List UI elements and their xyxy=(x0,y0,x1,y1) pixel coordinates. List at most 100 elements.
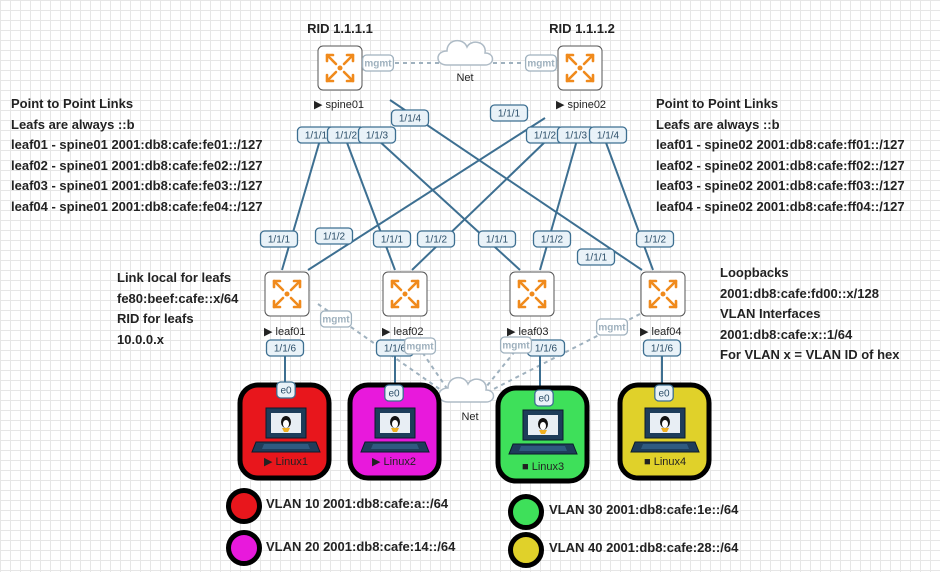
linux4-node[interactable]: ■ Linux4 xyxy=(617,382,712,481)
p2p-notes-spine02: Point to Point Links Leafs are always ::… xyxy=(656,94,905,217)
mgmt-port-label: mgmt xyxy=(524,54,558,72)
note-line: 10.0.0.x xyxy=(117,331,164,347)
cloud-icon xyxy=(438,376,495,403)
vlan20-swatch xyxy=(226,530,262,566)
note-line: For VLAN x = VLAN ID of hex xyxy=(720,347,900,362)
host-port-label: e0 xyxy=(276,381,296,399)
mgmt-port-label: mgmt xyxy=(403,337,437,355)
svg-text:1/1/4: 1/1/4 xyxy=(399,114,422,125)
note-line: 2001:db8:cafe:fd00::x/128 xyxy=(720,285,879,301)
play-icon: ▶ xyxy=(507,326,519,338)
leaf02-node[interactable] xyxy=(381,270,429,318)
svg-text:1/1/6: 1/1/6 xyxy=(384,344,407,355)
leaf-uplink-port-label: 1/1/2 xyxy=(532,230,572,248)
leaf-downlink-port-label: 1/1/6 xyxy=(265,339,305,357)
svg-text:1/1/1: 1/1/1 xyxy=(498,109,521,120)
leaf04-node[interactable] xyxy=(639,270,687,318)
link-spine02-leaf01 xyxy=(307,117,546,271)
spine02-port-label: 1/1/4 xyxy=(588,126,628,144)
vlan40-label: VLAN 40 2001:db8:cafe:28::/64 xyxy=(549,540,739,555)
link-spine01-leaf04 xyxy=(389,99,643,271)
svg-text:mgmt: mgmt xyxy=(598,323,626,334)
play-icon: ▶ xyxy=(264,326,276,338)
svg-text:1/1/1: 1/1/1 xyxy=(381,235,404,246)
mgmt-port-label: mgmt xyxy=(319,310,353,328)
link-spine01-leaf01 xyxy=(281,139,321,271)
leaf-uplink-port-label: 1/1/2 xyxy=(635,230,675,248)
leaf03-node[interactable] xyxy=(508,270,556,318)
link-spine02-leaf03 xyxy=(539,139,578,271)
net-cloud-bottom[interactable]: Net xyxy=(438,376,495,423)
spine02-port-label: 1/1/1 xyxy=(489,104,529,122)
svg-text:1/1/2: 1/1/2 xyxy=(541,235,564,246)
cloud-icon xyxy=(437,39,494,66)
note-line: Loopbacks xyxy=(720,265,789,280)
svg-text:1/1/1: 1/1/1 xyxy=(585,253,608,264)
leaf-uplink-port-label: 1/1/1 xyxy=(372,230,412,248)
router-icon xyxy=(639,270,687,318)
svg-text:e0: e0 xyxy=(280,386,292,397)
vlan40-swatch xyxy=(508,532,544,568)
spine02-label: ▶ spine02 xyxy=(556,99,606,111)
svg-text:mgmt: mgmt xyxy=(364,59,392,70)
linux4-label: ■ Linux4 xyxy=(644,456,686,468)
spine01-label: ▶ spine01 xyxy=(314,99,364,111)
note-line: leaf01 - spine02 2001:db8:cafe:ff01::/12… xyxy=(656,137,905,152)
linux2-node[interactable]: ▶ Linux2 xyxy=(347,382,442,481)
svg-text:mgmt: mgmt xyxy=(322,315,350,326)
svg-text:e0: e0 xyxy=(538,394,550,405)
router-icon xyxy=(508,270,556,318)
svg-text:mgmt: mgmt xyxy=(406,342,434,353)
svg-text:mgmt: mgmt xyxy=(527,59,555,70)
note-line: Point to Point Links xyxy=(11,96,134,111)
leaf-uplink-port-label: 1/1/2 xyxy=(416,230,456,248)
router-icon xyxy=(556,44,604,92)
note-line: leaf04 - spine02 2001:db8:cafe:ff04::/12… xyxy=(656,198,905,214)
note-line: leaf01 - spine01 2001:db8:cafe:fe01::/12… xyxy=(11,137,263,152)
linux3-node[interactable]: ■ Linux3 xyxy=(495,385,590,484)
svg-text:1/1/2: 1/1/2 xyxy=(335,131,358,142)
spine01-port-label: 1/1/3 xyxy=(357,126,397,144)
spine02-node[interactable] xyxy=(556,44,604,92)
leaf03-label: ▶ leaf03 xyxy=(507,326,549,338)
cloud-label: Net xyxy=(461,411,478,423)
leaf-downlink-port-label: 1/1/6 xyxy=(642,339,682,357)
vlan30-label: VLAN 30 2001:db8:cafe:1e::/64 xyxy=(549,502,739,517)
leaf01-node[interactable] xyxy=(263,270,311,318)
svg-text:1/1/1: 1/1/1 xyxy=(305,131,328,142)
leaf-uplink-port-label: 1/1/2 xyxy=(314,227,354,245)
spine01-rid: RID 1.1.1.1 xyxy=(307,21,373,36)
net-cloud-top[interactable]: Net xyxy=(437,39,494,84)
mgmt-link-leaf04 xyxy=(483,313,641,395)
linux1-label: ▶ Linux1 xyxy=(264,456,308,468)
spine01-node[interactable] xyxy=(316,44,364,92)
link-spine01-leaf03 xyxy=(377,139,521,271)
note-line: leaf04 - spine01 2001:db8:cafe:fe04::/12… xyxy=(11,198,263,214)
linux3-label: ■ Linux3 xyxy=(522,461,564,473)
svg-text:1/1/2: 1/1/2 xyxy=(425,235,448,246)
link-spine01-leaf02 xyxy=(345,139,396,271)
note-line: leaf02 - spine02 2001:db8:cafe:ff02::/12… xyxy=(656,157,905,173)
leaf01-label: ▶ leaf01 xyxy=(264,326,306,338)
leaf-uplink-port-label: 1/1/1 xyxy=(576,248,616,266)
p2p-notes-spine01: Point to Point Links Leafs are always ::… xyxy=(11,94,262,217)
vlan30-swatch xyxy=(508,494,544,530)
note-line: VLAN Interfaces xyxy=(720,306,821,321)
host-port-label: e0 xyxy=(384,384,404,402)
svg-text:1/1/4: 1/1/4 xyxy=(597,131,620,142)
cloud-label: Net xyxy=(456,72,473,84)
router-icon xyxy=(263,270,311,318)
spine02-rid: RID 1.1.1.2 xyxy=(549,21,615,36)
play-icon: ▶ xyxy=(556,99,568,111)
mgmt-port-label: mgmt xyxy=(361,54,395,72)
svg-text:1/1/6: 1/1/6 xyxy=(274,344,297,355)
note-line: leaf03 - spine01 2001:db8:cafe:fe03::/12… xyxy=(11,178,263,193)
note-line: Leafs are always ::b xyxy=(11,116,135,132)
leaf-uplink-port-label: 1/1/1 xyxy=(477,230,517,248)
svg-text:1/1/6: 1/1/6 xyxy=(535,344,558,355)
linux1-node[interactable]: ▶ Linux1 xyxy=(237,382,332,481)
svg-text:e0: e0 xyxy=(388,389,400,400)
svg-text:1/1/3: 1/1/3 xyxy=(565,131,588,142)
